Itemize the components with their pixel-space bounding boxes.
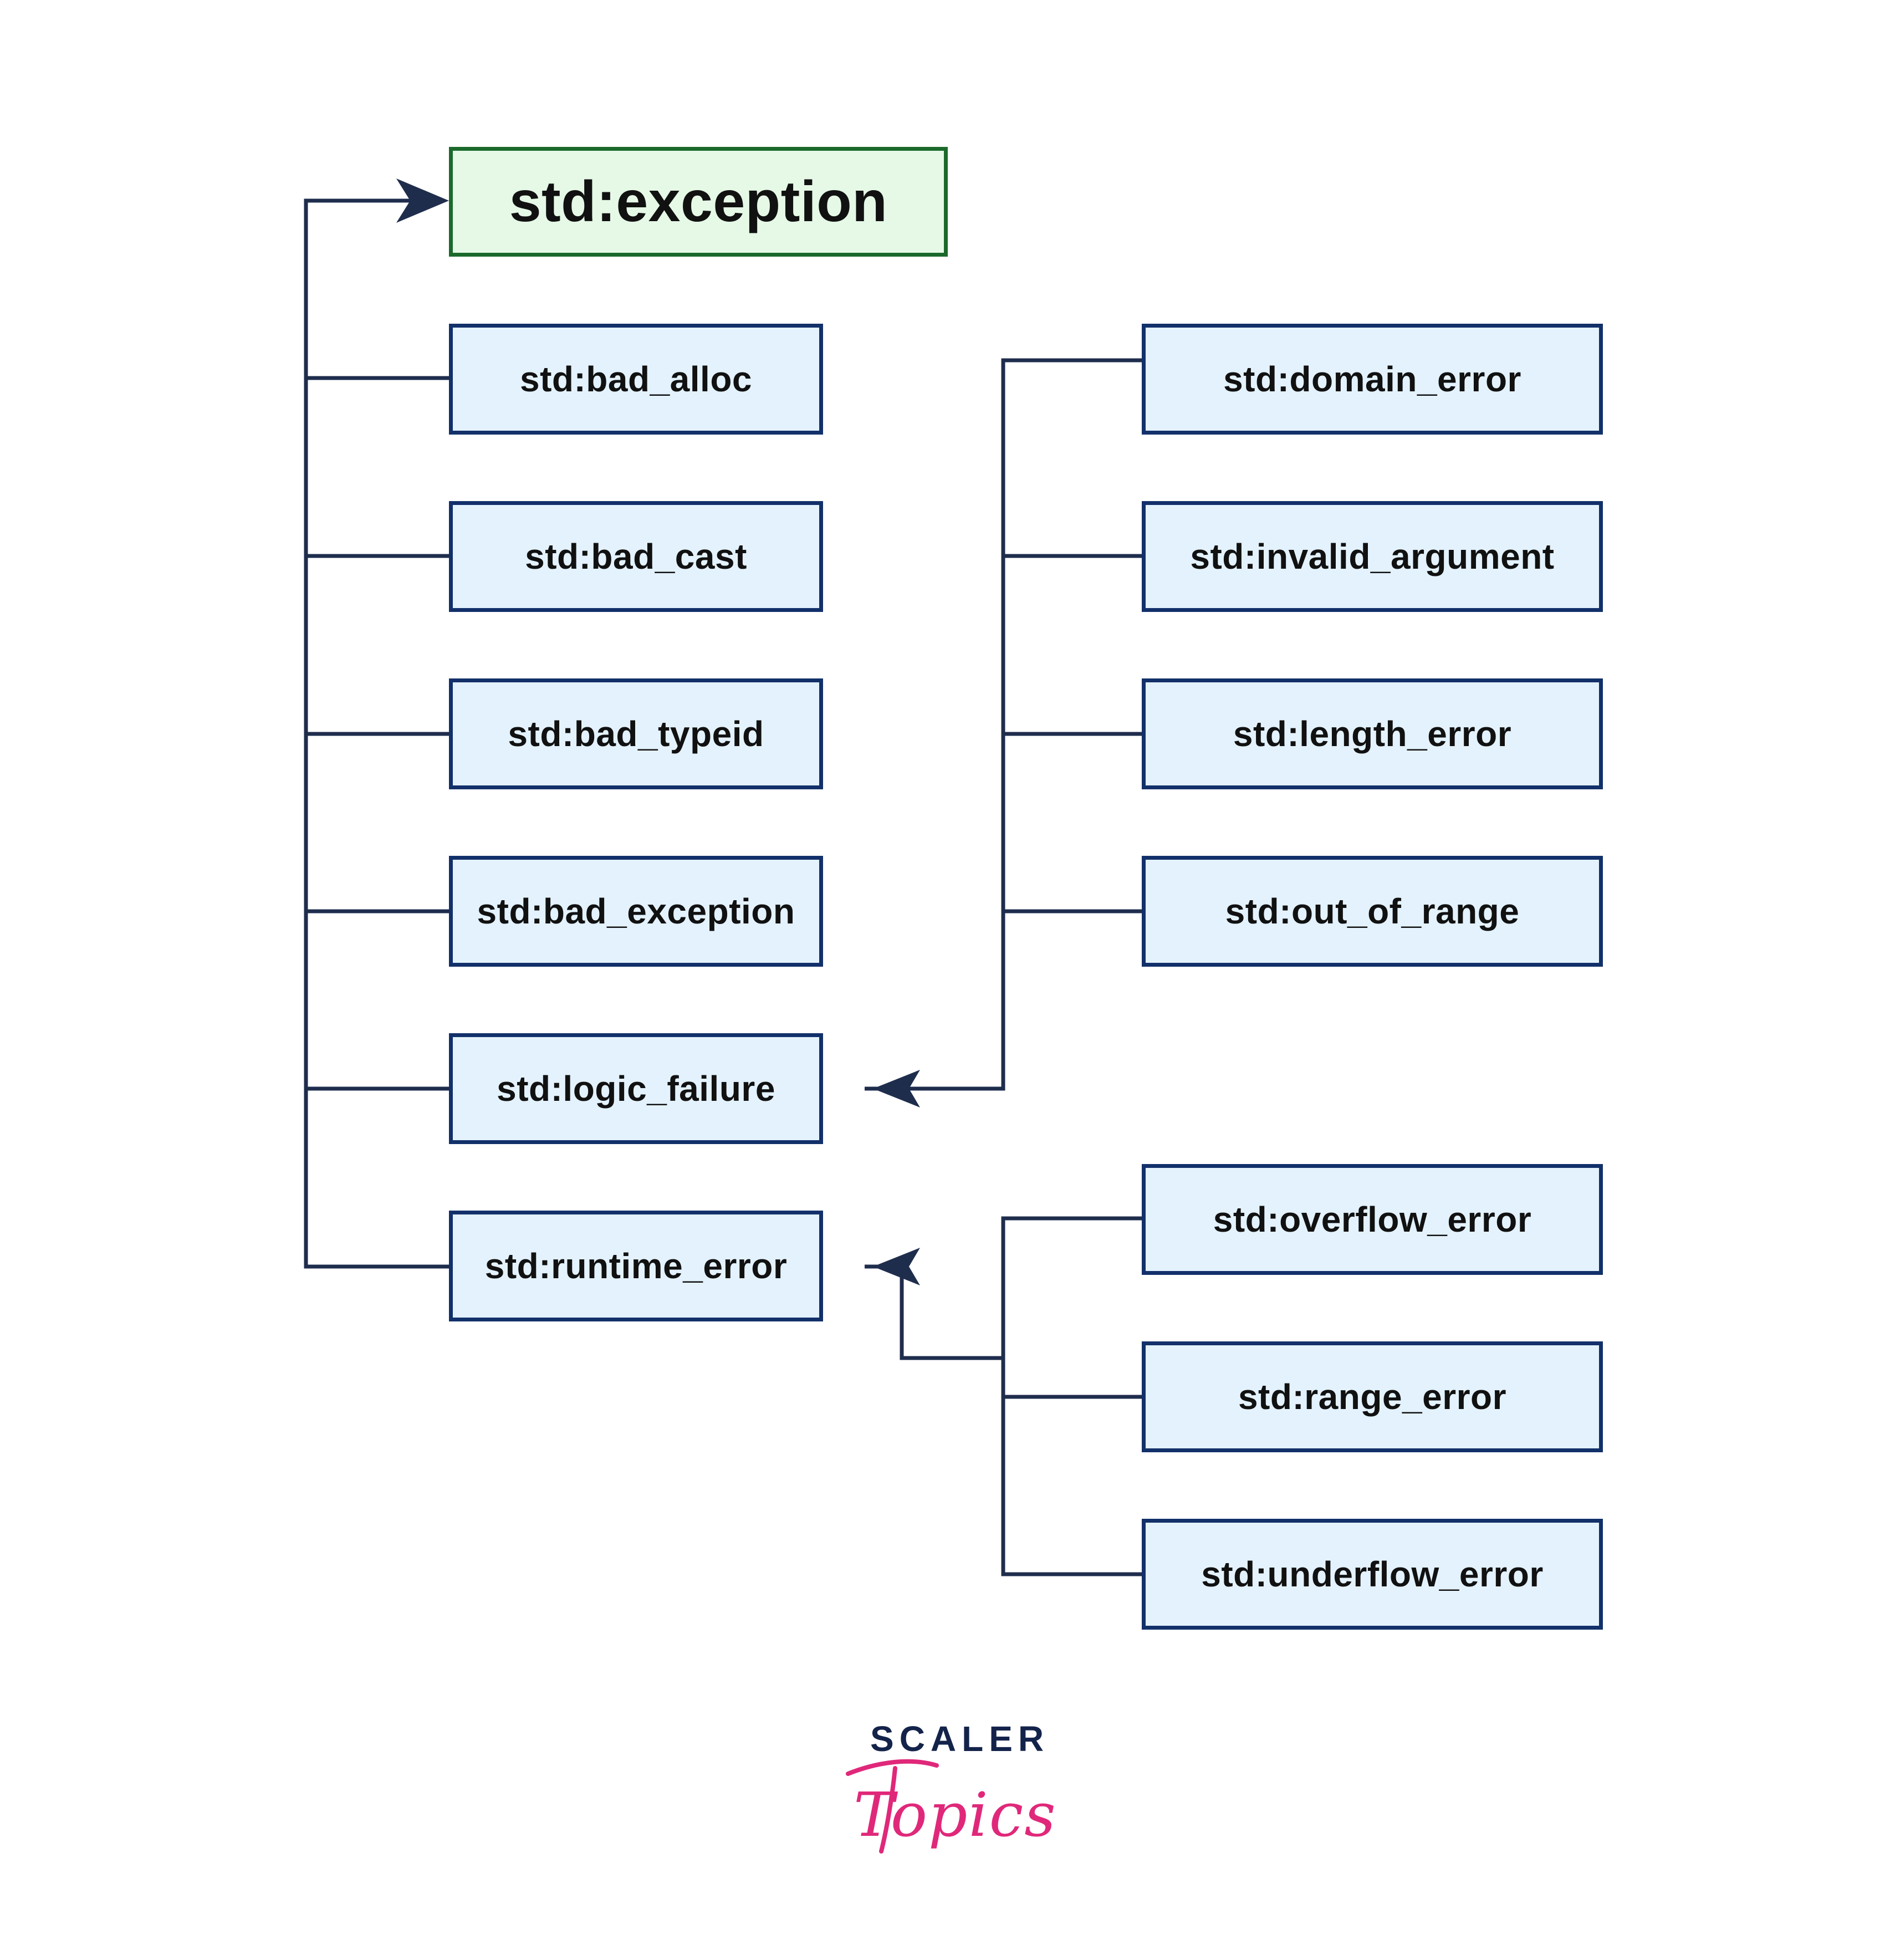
node-bad-cast: std:bad_cast bbox=[449, 501, 823, 612]
node-label: std:underflow_error bbox=[1201, 1554, 1544, 1594]
node-runtime-error: std:runtime_error bbox=[449, 1211, 823, 1321]
node-invalid-argument: std:invalid_argument bbox=[1142, 501, 1603, 612]
node-label: std:invalid_argument bbox=[1190, 537, 1555, 576]
node-overflow-error: std:overflow_error bbox=[1142, 1164, 1603, 1275]
node-underflow-error: std:underflow_error bbox=[1142, 1519, 1603, 1630]
node-domain-error: std:domain_error bbox=[1142, 324, 1603, 435]
node-label: std:domain_error bbox=[1223, 359, 1521, 399]
node-range-error: std:range_error bbox=[1142, 1341, 1603, 1452]
runtime-link bbox=[865, 1264, 1003, 1360]
node-label: std:bad_exception bbox=[477, 891, 795, 931]
node-label: std:bad_typeid bbox=[508, 714, 764, 754]
node-label: std:runtime_error bbox=[484, 1246, 788, 1286]
node-length-error: std:length_error bbox=[1142, 678, 1603, 789]
brand-script-flourish bbox=[846, 1759, 939, 1854]
arrowhead-exception bbox=[396, 178, 449, 223]
node-bad-typeid: std:bad_typeid bbox=[449, 678, 823, 789]
node-logic-failure: std:logic_failure bbox=[449, 1033, 823, 1144]
node-label: std:length_error bbox=[1233, 714, 1512, 754]
node-bad-exception: std:bad_exception bbox=[449, 856, 823, 967]
node-label: std:overflow_error bbox=[1213, 1200, 1532, 1239]
brand-script: Topics bbox=[854, 1779, 1057, 1850]
node-std-exception: std:exception bbox=[449, 147, 948, 257]
node-out-of-range: std:out_of_range bbox=[1142, 856, 1603, 967]
logic-trunk bbox=[865, 358, 1142, 1091]
node-label: std:bad_alloc bbox=[519, 359, 753, 399]
node-label: std:logic_failure bbox=[497, 1069, 775, 1109]
node-label: std:bad_cast bbox=[525, 537, 747, 576]
node-label: std:exception bbox=[509, 169, 888, 234]
arrowhead-logic-failure bbox=[873, 1070, 920, 1107]
brand-wordmark: SCALER bbox=[870, 1719, 1050, 1759]
brand-logo: SCALER Topics bbox=[842, 1718, 1056, 1862]
node-label: std:range_error bbox=[1238, 1377, 1507, 1417]
arrowhead-runtime-error bbox=[873, 1248, 920, 1285]
node-bad-alloc: std:bad_alloc bbox=[449, 324, 823, 435]
node-label: std:out_of_range bbox=[1225, 891, 1520, 931]
